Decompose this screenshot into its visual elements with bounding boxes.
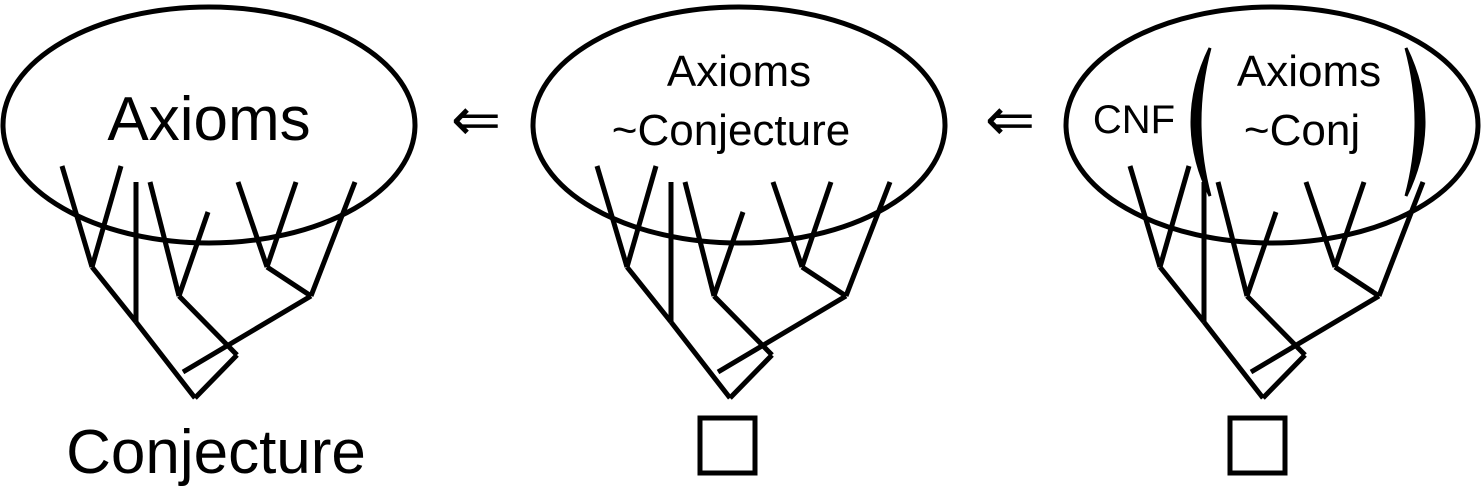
axioms-label: Axioms — [667, 47, 811, 96]
panel-axioms-to-conjecture: Axioms Conjecture — [0, 4, 418, 487]
right-paren — [1404, 47, 1426, 197]
axioms-label: Axioms — [1237, 47, 1381, 96]
implies-arrow-2: ⇐ — [985, 86, 1035, 153]
left-paren — [1190, 47, 1212, 197]
negated-conjecture-label: ~Conjecture — [612, 106, 850, 155]
empty-clause-square — [1227, 415, 1288, 476]
panel-cnf: CNF Axioms ~Conj — [1063, 4, 1481, 476]
panel-negated-conjecture: Axioms ~Conjecture — [530, 4, 948, 476]
axioms-label: Axioms — [107, 85, 310, 154]
cnf-ellipse — [1063, 4, 1481, 246]
derivation-tree-1 — [59, 165, 358, 400]
axioms-ellipse — [0, 4, 418, 246]
negated-conj-label: ~Conj — [1244, 106, 1360, 155]
derivation-tree-2 — [594, 165, 893, 400]
conjecture-label: Conjecture — [66, 418, 366, 487]
implies-arrow-1: ⇐ — [451, 86, 501, 153]
derivation-tree-3 — [1127, 165, 1426, 400]
empty-clause-square — [697, 415, 758, 476]
cnf-prefix-label: CNF — [1093, 98, 1175, 142]
axioms-negated-conjecture-ellipse — [530, 4, 948, 246]
